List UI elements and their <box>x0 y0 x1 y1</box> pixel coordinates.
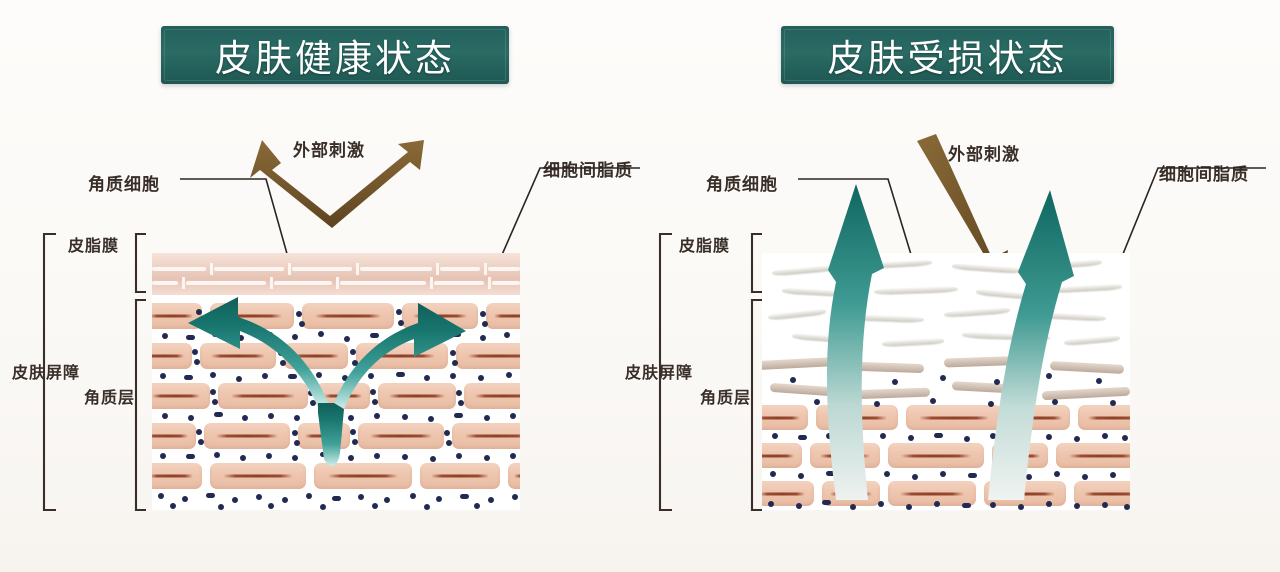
title-banner-damaged: 皮肤受损状态 <box>781 26 1114 84</box>
label-skin-barrier-damaged: 皮肤屏障 <box>625 365 694 382</box>
external-stimuli-arrow-healthy <box>250 140 424 228</box>
label-stratum-corneum-healthy: 角质层 <box>84 390 136 407</box>
moisture-loss-arrows-damaged <box>826 184 1074 500</box>
label-sebum-film-damaged: 皮脂膜 <box>679 238 731 255</box>
external-stimuli-arrow-damaged <box>917 134 1008 292</box>
moisture-retention-arrow-healthy <box>188 297 466 467</box>
label-corneocyte-damaged: 角质细胞 <box>706 175 778 194</box>
label-sebum-film-healthy: 皮脂膜 <box>68 238 120 255</box>
panel-healthy-skin: 皮肤健康状态 角质细胞 细胞间脂质 外部刺激 皮脂膜 角质层 皮肤屏障 <box>0 0 640 572</box>
label-corneocyte-healthy: 角质细胞 <box>88 175 160 194</box>
title-banner-healthy: 皮肤健康状态 <box>161 26 509 84</box>
skin-structure-healthy <box>152 253 520 510</box>
sebum-film-layer-healthy <box>152 253 520 295</box>
skin-structure-damaged <box>762 253 1130 510</box>
title-text-damaged: 皮肤受损状态 <box>827 38 1068 79</box>
label-stratum-corneum-damaged: 角质层 <box>700 390 752 407</box>
label-external-stimuli-healthy: 外部刺激 <box>293 141 365 160</box>
label-external-stimuli-damaged: 外部刺激 <box>948 145 1020 164</box>
panel-damaged-skin: 皮肤受损状态 角质细胞 细胞间脂质 外部刺激 皮脂膜 角质层 皮肤屏障 <box>625 0 1280 572</box>
title-text-healthy: 皮肤健康状态 <box>215 38 455 79</box>
